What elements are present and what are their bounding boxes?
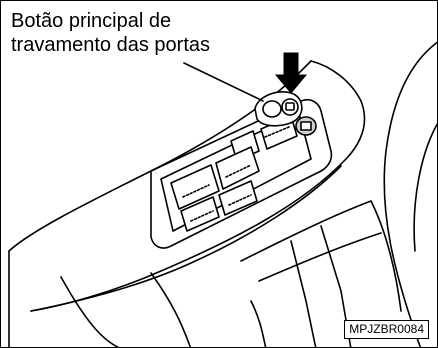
window-switch-row-3	[180, 180, 258, 232]
reference-code: MPJZBR0084	[344, 320, 429, 339]
armrest-lower-curve	[30, 165, 342, 312]
armrest-side-line	[60, 276, 120, 347]
leader-line	[183, 62, 264, 102]
door-trim-outline	[383, 41, 437, 347]
lock-button-left	[262, 100, 282, 118]
armrest-top-surface	[30, 60, 366, 312]
lock-switch-housing	[254, 91, 303, 127]
switch-panel	[150, 98, 333, 249]
press-arrow-icon	[274, 52, 308, 94]
door-trim-inner	[413, 122, 437, 252]
callout-line-2: travamento das portas	[11, 34, 210, 56]
callout-label: Botão principal de travamento das portas	[11, 9, 251, 57]
window-switch-row-2	[170, 146, 260, 210]
callout-line-1: Botão principal de	[11, 10, 172, 32]
lock-button-right	[281, 98, 299, 116]
armrest-base-line	[150, 272, 192, 347]
window-lock-button-icon	[295, 116, 317, 136]
armrest-outer-edge	[8, 60, 312, 252]
